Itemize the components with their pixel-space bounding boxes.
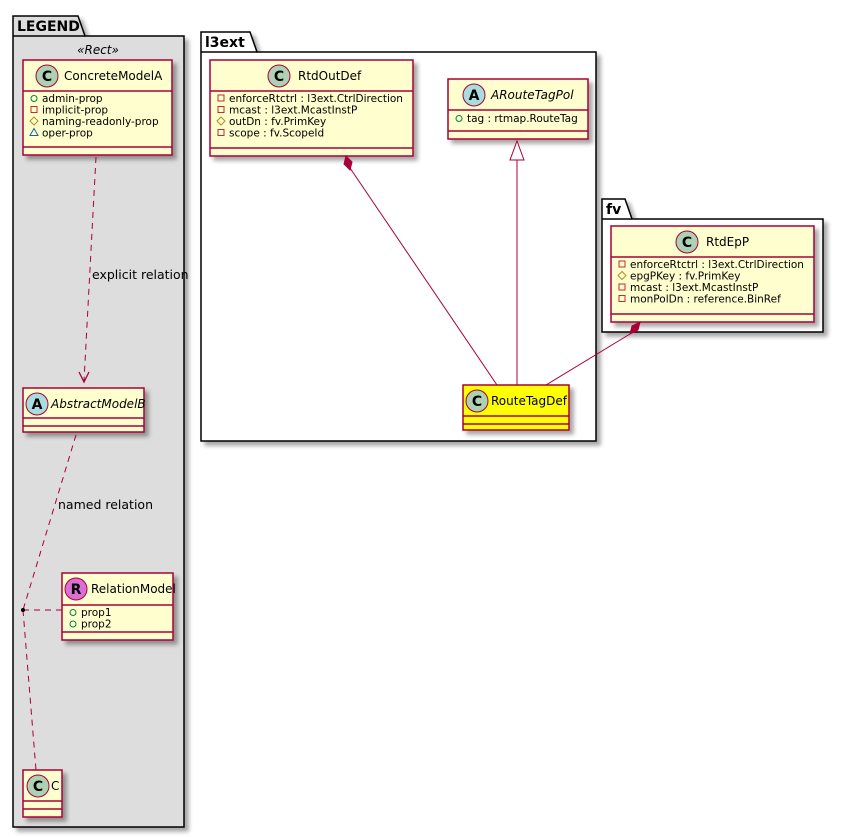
junction-dot-icon — [21, 608, 25, 612]
class-badge-letter: A — [32, 397, 43, 413]
private-visibility-icon — [30, 106, 38, 113]
class-name: C — [51, 779, 59, 793]
attribute-list: enforceRtctrl : l3ext.CtrlDirectionmcast… — [216, 93, 403, 140]
class-badge-letter: C — [33, 779, 43, 795]
composition-line — [545, 333, 631, 386]
composition-diamond-icon — [343, 155, 353, 171]
class-rtdepp[interactable]: C RtdEpP enforceRtctrl : l3ext.CtrlDirec… — [610, 225, 815, 323]
class-name: RouteTagDef — [491, 394, 568, 408]
protected-visibility-icon — [29, 116, 39, 126]
class-attribute: epgPKey : fv.PrimKey — [630, 271, 740, 283]
abstract-badge-icon — [462, 83, 486, 107]
abstract-badge-icon — [25, 392, 49, 416]
relation-badge-icon — [64, 577, 88, 601]
private-visibility-icon — [217, 129, 225, 136]
arrow-head-icon — [78, 371, 90, 384]
class-badge-icon — [35, 64, 59, 88]
dependency-line — [22, 434, 77, 611]
dependency-line — [83, 156, 97, 382]
package-visibility-icon — [29, 127, 39, 136]
class-badge-letter: R — [71, 582, 82, 598]
class-box — [610, 225, 815, 323]
private-visibility-icon — [217, 94, 225, 102]
class-name: RelationModel — [91, 582, 176, 596]
attribute-list: tag : rtmap.RouteTag — [455, 113, 578, 125]
class-attribute: naming-readonly-prop — [42, 116, 159, 128]
class-badge-letter: C — [274, 69, 284, 85]
attribute-list: admin-propimplicit-propnaming-readonly-p… — [29, 93, 159, 140]
class-rtdoutdef[interactable]: C RtdOutDef enforceRtctrl : l3ext.CtrlDi… — [209, 59, 414, 157]
class-attribute: mcast : l3ext.McastInstP — [229, 105, 357, 117]
class-attribute: monPolDn : reference.BinRef — [630, 294, 781, 306]
class-badge-letter: C — [682, 235, 692, 251]
class-attribute: prop2 — [81, 619, 112, 631]
public-visibility-icon — [69, 609, 77, 616]
class-attribute: prop1 — [81, 607, 112, 619]
protected-visibility-icon — [617, 270, 627, 281]
package-legend-title: LEGEND — [17, 19, 80, 35]
class-name: ConcreteModelA — [64, 69, 163, 83]
class-attribute: enforceRtctrl : l3ext.CtrlDirection — [229, 93, 403, 105]
class-badge-icon — [267, 64, 291, 88]
composition-diamond-icon — [629, 321, 641, 335]
class-name: AbstractModelB — [50, 397, 146, 411]
class-abstract-model-b[interactable]: A AbstractModelB — [22, 387, 146, 433]
package-stereotype: «Rect» — [77, 43, 119, 57]
class-badge-icon — [465, 389, 489, 413]
protected-visibility-icon — [216, 116, 226, 126]
public-visibility-icon — [69, 620, 77, 628]
class-concrete-model-a[interactable]: C ConcreteModelA admin-propimplicit-prop… — [22, 59, 173, 156]
public-visibility-icon — [30, 95, 38, 102]
relation-inheritance — [509, 139, 525, 385]
class-box — [22, 59, 173, 156]
relation-rtdoutdef-composition — [343, 155, 498, 386]
class-attribute: mcast : l3ext.McastInstP — [630, 282, 758, 294]
class-badge-letter: C — [472, 394, 482, 410]
class-attribute: oper-prop — [42, 128, 93, 140]
class-attribute: scope : fv.ScopeId — [229, 128, 324, 140]
relation-explicit: explicit relation — [78, 156, 189, 384]
class-badge-icon — [675, 230, 699, 254]
class-badge-letter: A — [469, 88, 480, 104]
public-visibility-icon — [455, 115, 463, 122]
class-c[interactable]: C C — [22, 769, 63, 818]
generalization-arrow-icon — [509, 139, 525, 161]
class-name: ARouteTagPol — [490, 88, 574, 102]
package-l3ext-title: l3ext — [205, 35, 245, 51]
class-badge-letter: C — [42, 69, 52, 85]
attribute-list: enforceRtctrl : l3ext.CtrlDirectionepgPK… — [617, 259, 804, 306]
relation-label-named: named relation — [58, 497, 153, 512]
private-visibility-icon — [618, 295, 626, 302]
class-badge-icon — [26, 774, 50, 798]
class-attribute: implicit-prop — [42, 105, 108, 117]
class-routetagdef[interactable]: C RouteTagDef — [462, 384, 570, 431]
package-fv-title: fv — [606, 202, 621, 218]
class-aroutetagpol[interactable]: A ARouteTagPol tag : rtmap.RouteTag — [447, 78, 589, 140]
class-attribute: enforceRtctrl : l3ext.CtrlDirection — [630, 259, 804, 271]
composition-line — [349, 167, 498, 386]
private-visibility-icon — [217, 106, 225, 113]
class-attribute: tag : rtmap.RouteTag — [467, 113, 578, 125]
class-attribute: admin-prop — [42, 93, 103, 105]
relation-label-explicit: explicit relation — [92, 267, 189, 282]
relation-rtdepp-composition — [545, 321, 641, 386]
private-visibility-icon — [618, 260, 626, 268]
class-name: RtdOutDef — [298, 69, 362, 83]
private-visibility-icon — [618, 283, 626, 291]
class-attribute: outDn : fv.PrimKey — [229, 116, 326, 128]
class-box — [209, 59, 414, 157]
class-name: RtdEpP — [706, 235, 749, 249]
